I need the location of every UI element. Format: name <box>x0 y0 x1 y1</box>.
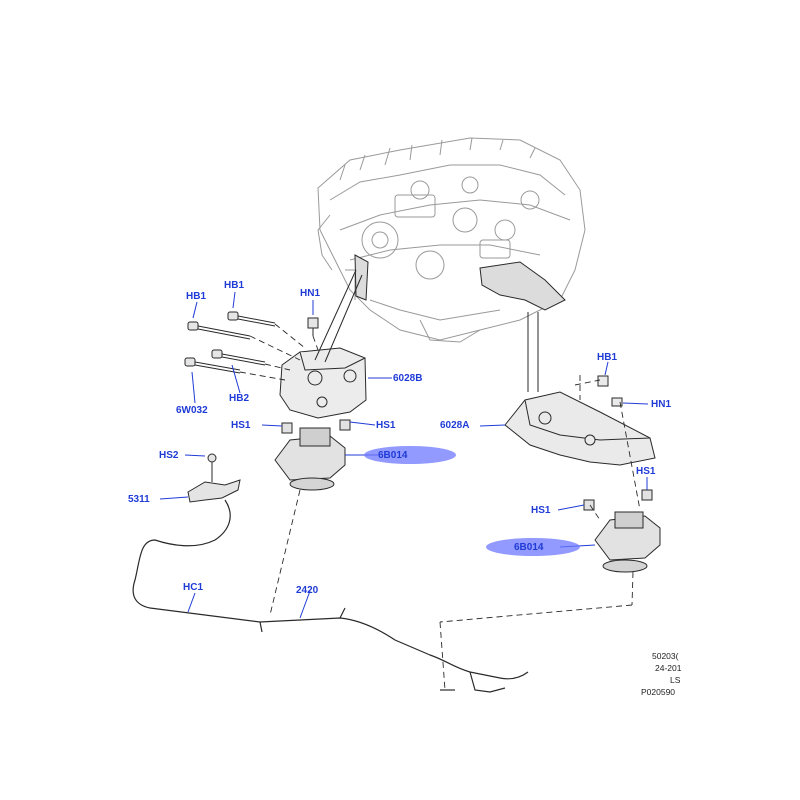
vacuum-sensor <box>187 453 241 503</box>
callout-6b014-left: 6B014 <box>378 450 408 461</box>
left-engine-mount <box>274 419 351 491</box>
reference-line-3: LS <box>670 675 681 685</box>
right-mount-bracket <box>504 375 656 466</box>
engine-block-illustration <box>317 137 586 343</box>
left-mount-bracket <box>279 347 367 419</box>
engine-side-brackets <box>354 254 566 311</box>
leader-lines <box>239 323 641 691</box>
callout-pointers <box>159 291 649 619</box>
callout-6028b: 6028B <box>393 373 423 384</box>
callout-hn1-right: HN1 <box>651 399 672 410</box>
right-engine-mount <box>583 489 661 573</box>
reference-line-1: 50203( <box>652 651 679 661</box>
callout-hb2: HB2 <box>229 393 250 404</box>
callout-5311: 5311 <box>128 494 150 505</box>
callout-hb1-right: HB1 <box>597 352 618 363</box>
reference-line-2: 24-201 <box>655 663 682 673</box>
callout-highlight-left <box>364 446 456 464</box>
callout-highlight-right <box>486 538 580 556</box>
reference-line-4: P020590 <box>641 687 676 697</box>
callout-hc1: HC1 <box>183 582 204 593</box>
callout-hs1-right-a: HS1 <box>636 466 656 477</box>
left-bolts <box>184 311 319 374</box>
callout-6b014-right: 6B014 <box>514 542 544 553</box>
callout-hb1-left: HB1 <box>186 291 207 302</box>
callout-hs1-mid: HS1 <box>376 420 396 431</box>
callout-hn1-top: HN1 <box>300 288 321 299</box>
callout-hb1-mid: HB1 <box>224 280 245 291</box>
callout-hs1-right-b: HS1 <box>531 505 551 516</box>
callout-hs1-left: HS1 <box>231 420 251 431</box>
callout-hs2: HS2 <box>159 450 179 461</box>
engine-leader-lines <box>314 269 539 392</box>
callout-2420: 2420 <box>296 585 319 596</box>
callout-6w032: 6W032 <box>176 405 208 416</box>
vacuum-hose-harness <box>132 499 529 693</box>
callout-6028a: 6028A <box>440 420 470 431</box>
